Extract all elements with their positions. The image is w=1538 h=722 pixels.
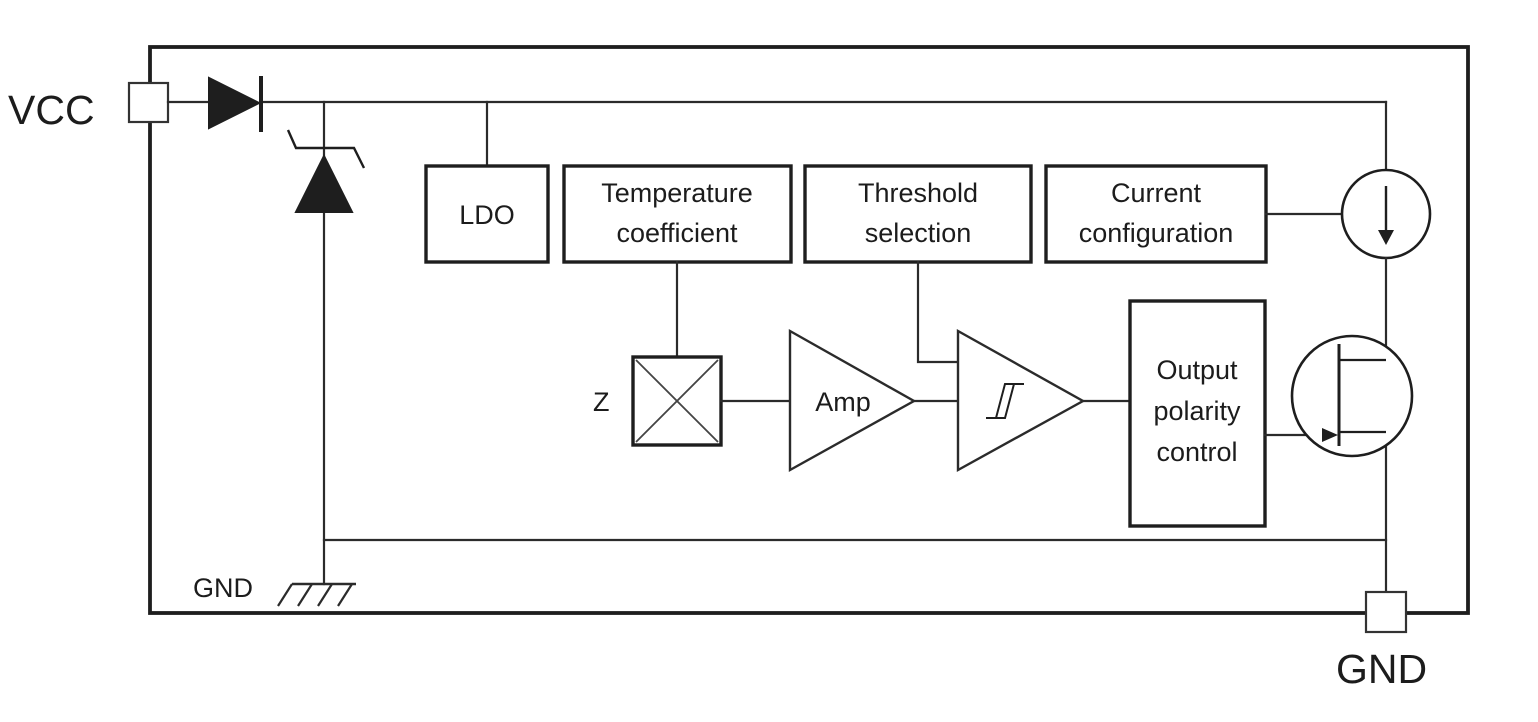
hall-sensor-icon bbox=[631, 355, 723, 447]
current-source-icon bbox=[1340, 168, 1432, 260]
chip-outline bbox=[148, 45, 1470, 615]
ground-symbol-icon bbox=[277, 582, 356, 607]
threshold-to-comparator-wire bbox=[916, 260, 960, 364]
output-polarity-label-line3: control bbox=[1156, 437, 1237, 467]
zener-diode-icon bbox=[286, 129, 366, 213]
current-configuration-label-line1: Current bbox=[1111, 178, 1202, 208]
output-polarity-label-line1: Output bbox=[1156, 355, 1238, 385]
threshold-selection-block bbox=[803, 164, 1033, 264]
internal-gnd-label: GND bbox=[193, 573, 253, 603]
temperature-coefficient-block bbox=[562, 164, 793, 264]
amplifier-label: Amp bbox=[815, 387, 871, 417]
gnd-rail bbox=[322, 430, 1388, 594]
ldo-label: LDO bbox=[459, 200, 515, 230]
temperature-coefficient-label-line2: coefficient bbox=[616, 218, 738, 248]
output-polarity-control-block bbox=[1128, 299, 1267, 528]
threshold-selection-label-line2: selection bbox=[865, 218, 972, 248]
schmitt-trigger-comparator-icon bbox=[956, 328, 1086, 473]
gnd-pin-pad bbox=[1364, 590, 1408, 634]
current-configuration-label-line2: configuration bbox=[1079, 218, 1234, 248]
ldo-block bbox=[424, 164, 550, 264]
gnd-pin-label: GND bbox=[1336, 646, 1427, 692]
amplifier-icon bbox=[788, 328, 917, 473]
temperature-coefficient-label-line1: Temperature bbox=[601, 178, 753, 208]
diode-icon bbox=[208, 76, 263, 132]
vcc-pin-pad bbox=[127, 81, 170, 124]
threshold-selection-label-line1: Threshold bbox=[858, 178, 978, 208]
vcc-pin-label: VCC bbox=[8, 87, 95, 133]
output-polarity-label-line2: polarity bbox=[1153, 396, 1241, 426]
mosfet-icon bbox=[1290, 334, 1414, 458]
sensor-label: Z bbox=[593, 387, 610, 417]
